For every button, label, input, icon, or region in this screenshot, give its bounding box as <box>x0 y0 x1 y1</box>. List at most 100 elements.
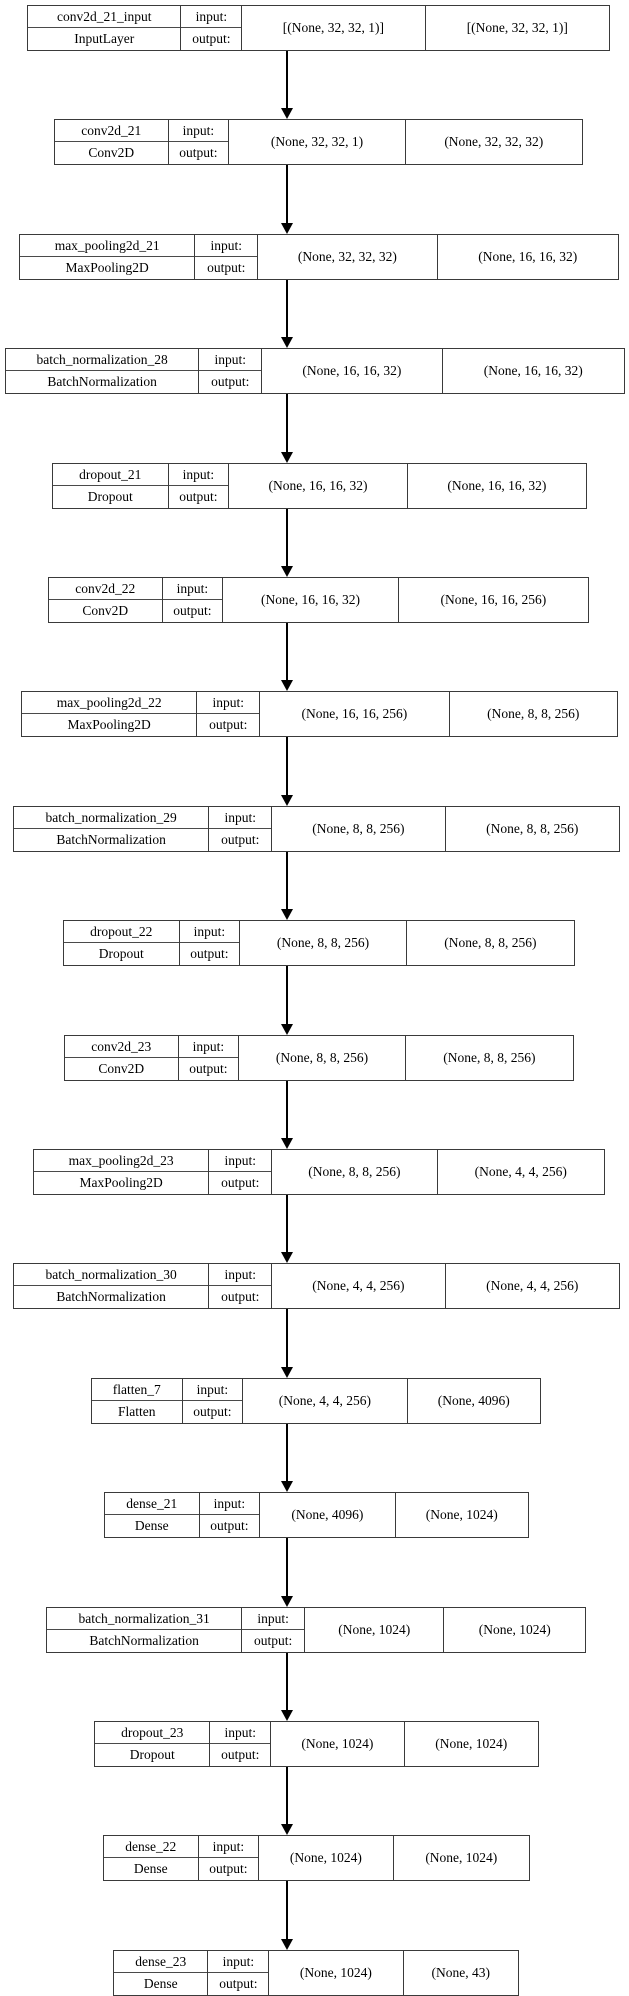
io-label-cell: input:output: <box>179 921 241 965</box>
input-label: input: <box>195 235 258 257</box>
io-label-cell: input:output: <box>210 1722 272 1766</box>
layer-class: Flatten <box>118 1404 156 1420</box>
edge-line <box>286 394 288 454</box>
arrowhead-icon <box>281 1481 293 1492</box>
layer-class: Dropout <box>129 1747 175 1763</box>
layer-name: batch_normalization_30 <box>14 1264 209 1286</box>
edge-line <box>286 1538 288 1598</box>
input-label: input: <box>181 6 242 28</box>
edge-line <box>286 1767 288 1826</box>
output-label: output: <box>190 946 229 962</box>
arrowhead-icon <box>281 680 293 691</box>
output-shape: [(None, 32, 32, 1)] <box>466 20 568 36</box>
layer-name: batch_normalization_29 <box>14 807 209 829</box>
layer-class: Dense <box>133 1861 168 1877</box>
input-shape: (None, 8, 8, 256) <box>240 921 407 965</box>
input-shape: [(None, 32, 32, 1)] <box>242 6 426 50</box>
input-label: input: <box>168 464 229 486</box>
layer-class: MaxPooling2D <box>67 717 151 733</box>
io-label-cell: input:output: <box>181 6 243 50</box>
layer-class: Dense <box>143 1976 178 1992</box>
output-label: output: <box>173 603 212 619</box>
layer-name: dropout_21 <box>53 464 168 486</box>
output-shape: (None, 8, 8, 256) <box>487 706 580 722</box>
layer-name: batch_normalization_28 <box>6 349 199 371</box>
input-label: input: <box>210 1722 271 1744</box>
input-label: input: <box>182 1379 243 1401</box>
layer-name: dense_21 <box>105 1493 199 1515</box>
arrowhead-icon <box>281 1024 293 1035</box>
input-shape: (None, 4096) <box>260 1493 396 1537</box>
output-label: output: <box>179 145 218 161</box>
output-shape: (None, 16, 16, 32) <box>447 478 547 494</box>
layer-name: max_pooling2d_22 <box>22 692 197 714</box>
input-label: input: <box>208 1951 269 1973</box>
output-shape: (None, 32, 32, 32) <box>444 134 544 150</box>
layer-name: dropout_22 <box>64 921 179 943</box>
output-shape: (None, 4096) <box>437 1393 510 1409</box>
output-shape: (None, 1024) <box>425 1850 498 1866</box>
io-label-cell: input:output: <box>209 1150 273 1194</box>
arrowhead-icon <box>281 1939 293 1950</box>
output-label: output: <box>189 1061 228 1077</box>
output-label: output: <box>221 832 260 848</box>
output-shape: (None, 16, 16, 32) <box>478 249 578 265</box>
arrowhead-icon <box>281 108 293 119</box>
layer-name: conv2d_22 <box>49 578 162 600</box>
output-shape: (None, 8, 8, 256) <box>444 935 537 951</box>
io-label-cell: input:output: <box>178 1036 240 1080</box>
input-shape: (None, 8, 8, 256) <box>272 807 446 851</box>
io-label-cell: input:output: <box>242 1608 305 1652</box>
arrowhead-icon <box>281 1367 293 1378</box>
io-label-cell: input:output: <box>209 1264 273 1308</box>
arrowhead-icon <box>281 1824 293 1835</box>
io-label-cell: input:output: <box>199 349 263 393</box>
io-label-cell: input:output: <box>208 1951 270 1995</box>
output-label: output: <box>207 260 246 276</box>
input-shape: (None, 16, 16, 256) <box>260 692 450 736</box>
io-label-cell: input:output: <box>199 1493 261 1537</box>
edge-line <box>286 165 288 225</box>
io-label-cell: input: output: <box>195 235 259 279</box>
input-shape: (None, 1024) <box>269 1951 404 1995</box>
edge-line <box>286 1309 288 1369</box>
input-shape: (None, 16, 16, 32) <box>223 578 399 622</box>
input-label: input: <box>209 1150 272 1172</box>
output-label: output: <box>221 1289 260 1305</box>
input-label: input: <box>199 349 262 371</box>
edge-line <box>286 509 288 568</box>
edge-line <box>286 623 288 682</box>
output-shape: (None, 1024) <box>435 1736 508 1752</box>
io-label-cell: input:output: <box>209 807 273 851</box>
arrowhead-icon <box>281 223 293 234</box>
arrowhead-icon <box>281 1596 293 1607</box>
arrowhead-icon <box>281 452 293 463</box>
layer-class: Dropout <box>87 489 133 505</box>
layer-name: dropout_23 <box>95 1722 210 1744</box>
output-shape: (None, 1024) <box>425 1507 498 1523</box>
layer-class: InputLayer <box>74 31 135 47</box>
output-label: output: <box>179 489 218 505</box>
output-label: output: <box>210 1518 249 1534</box>
layer-name: dense_23 <box>114 1951 208 1973</box>
